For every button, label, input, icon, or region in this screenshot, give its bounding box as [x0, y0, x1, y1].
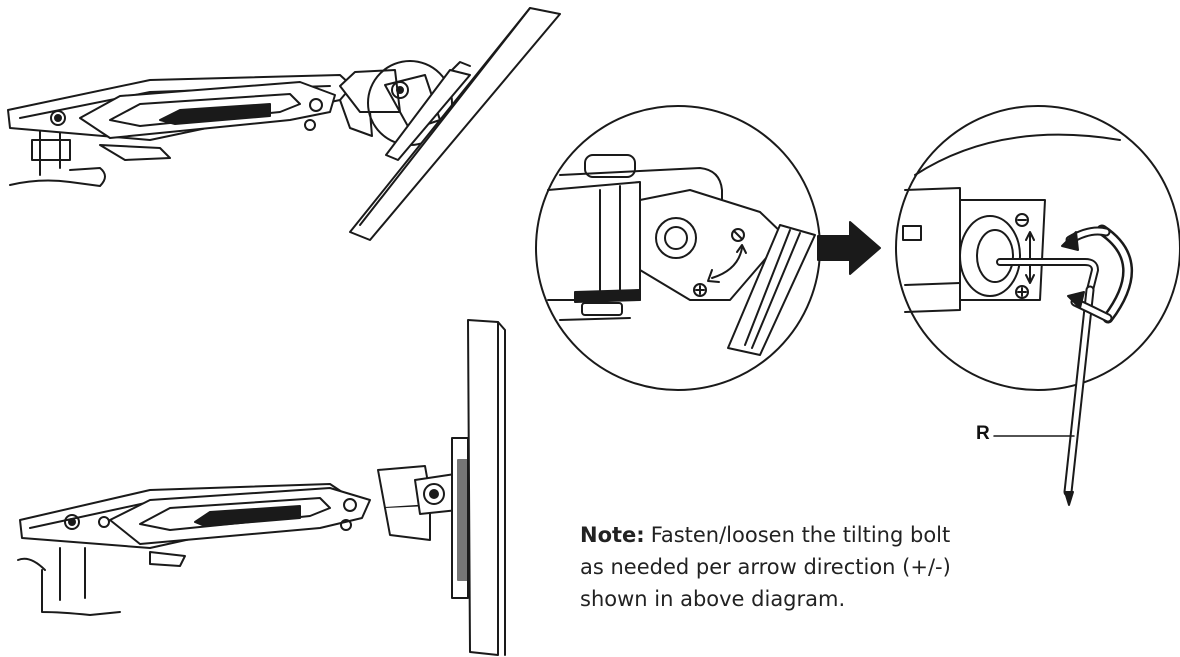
arm-upright-monitor-illustration	[17, 319, 506, 656]
direction-arrow	[817, 221, 881, 275]
note-lead: Note:	[580, 523, 645, 547]
note-line-1: Fasten/loosen the tilting bolt	[650, 523, 951, 547]
note-text: Note:Fasten/loosen the tilting bolt as n…	[580, 519, 1060, 615]
hex-key-detail	[895, 105, 1180, 506]
note-line-3: shown in above diagram.	[580, 587, 846, 611]
note-line-2: as needed per arrow direction (+/-)	[580, 555, 951, 579]
arm-tilted-monitor-illustration	[7, 7, 561, 241]
wrench-label: R	[976, 423, 990, 444]
tilt-joint-detail	[535, 105, 821, 391]
